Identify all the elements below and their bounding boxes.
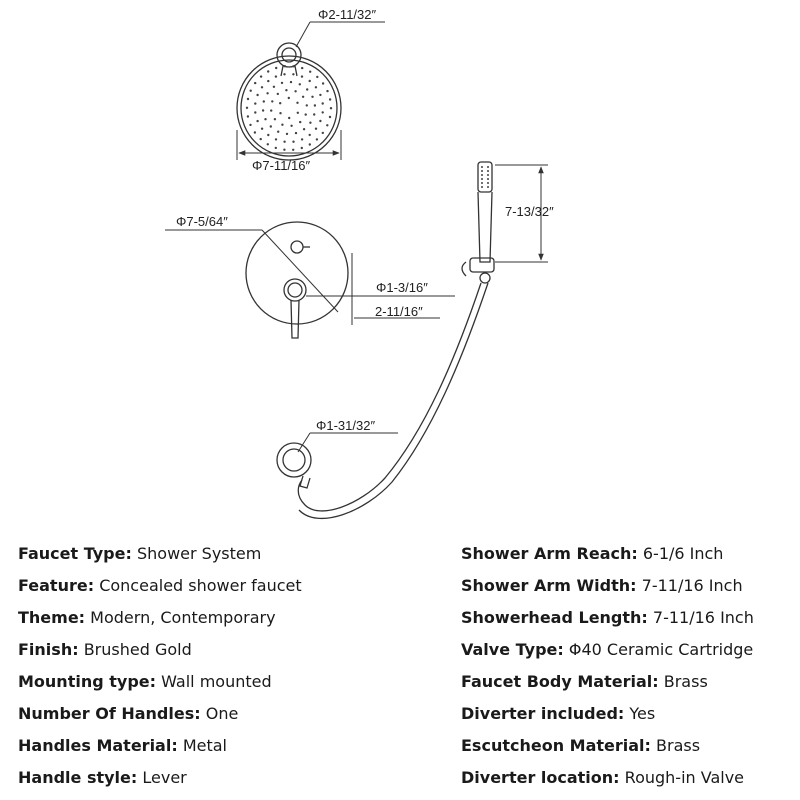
spec-value: Lever xyxy=(142,768,187,787)
spec-label: Diverter included: xyxy=(461,704,625,723)
spec-row: Handles Material: Metal xyxy=(18,730,302,762)
spec-row: Handle style: Lever xyxy=(18,762,302,794)
spec-label: Escutcheon Material: xyxy=(461,736,651,755)
spec-label: Handle style: xyxy=(18,768,138,787)
spec-label: Valve Type: xyxy=(461,640,564,659)
showerhead xyxy=(236,42,342,161)
dim-showerhead-mount xyxy=(295,21,385,48)
spec-label: Finish: xyxy=(18,640,79,659)
spec-label: Diverter location: xyxy=(461,768,620,787)
label-outlet-diameter: Φ1-31/32″ xyxy=(316,418,375,433)
spec-label: Feature: xyxy=(18,576,95,595)
spec-value: One xyxy=(205,704,239,723)
spec-row: Feature: Concealed shower faucet xyxy=(18,570,302,602)
spec-value: Wall mounted xyxy=(161,672,272,691)
label-showerhead-diameter: Φ7-11/16″ xyxy=(252,158,310,173)
spec-row: Faucet Type: Shower System xyxy=(18,538,302,570)
spec-value: Metal xyxy=(182,736,227,755)
spec-row: Escutcheon Material: Brass xyxy=(461,730,754,762)
spec-row: Faucet Body Material: Brass xyxy=(461,666,754,698)
wall-outlet xyxy=(276,442,312,489)
spec-row: Showerhead Length: 7-11/16 Inch xyxy=(461,602,754,634)
hand-shower xyxy=(461,161,495,284)
spec-value: 7-11/16 Inch xyxy=(652,608,754,627)
diverter-valve xyxy=(245,221,349,339)
spec-value: Modern, Contemporary xyxy=(90,608,276,627)
valve-lever xyxy=(290,299,300,339)
spec-row: Diverter included: Yes xyxy=(461,698,754,730)
spec-value: Concealed shower faucet xyxy=(99,576,302,595)
spec-value: Yes xyxy=(629,704,656,723)
spec-row: Number Of Handles: One xyxy=(18,698,302,730)
diverter-knob xyxy=(290,240,304,254)
label-hand-shower-length: 7-13/32″ xyxy=(505,204,554,219)
dim-outlet xyxy=(297,432,398,453)
shower-hose xyxy=(297,282,482,512)
spec-value: Shower System xyxy=(136,544,262,563)
hand-shower-holder xyxy=(469,257,495,273)
spec-value: Brass xyxy=(663,672,708,691)
dim-valve-plate xyxy=(165,229,339,313)
spec-value: Rough-in Valve xyxy=(624,768,745,787)
spec-row: Theme: Modern, Contemporary xyxy=(18,602,302,634)
technical-drawing: Φ2-11/32″ Φ7-11/16″ 7-13/32″ Φ7-5/64″ xyxy=(165,7,554,520)
spec-value: 7-11/16 Inch xyxy=(641,576,743,595)
spec-value: Φ40 Ceramic Cartridge xyxy=(568,640,754,659)
spec-row: Diverter location: Rough-in Valve xyxy=(461,762,754,794)
spec-row: Valve Type: Φ40 Ceramic Cartridge xyxy=(461,634,754,666)
spec-label: Handles Material: xyxy=(18,736,178,755)
spec-row: Shower Arm Width: 7-11/16 Inch xyxy=(461,570,754,602)
spec-value: Brushed Gold xyxy=(83,640,192,659)
spec-label: Mounting type: xyxy=(18,672,157,691)
spec-value: Brass xyxy=(656,736,701,755)
spec-label: Number Of Handles: xyxy=(18,704,201,723)
spec-label: Faucet Body Material: xyxy=(461,672,659,691)
showerhead-face xyxy=(236,55,342,161)
spec-label: Theme: xyxy=(18,608,86,627)
spec-row: Mounting type: Wall mounted xyxy=(18,666,302,698)
spec-row: Finish: Brushed Gold xyxy=(18,634,302,666)
showerhead-mount xyxy=(276,42,302,68)
valve-escutcheon xyxy=(245,221,349,325)
dim-showerhead-diameter xyxy=(236,130,342,160)
spec-label: Shower Arm Width: xyxy=(461,576,637,595)
spec-label: Showerhead Length: xyxy=(461,608,648,627)
dim-hand-shower-length xyxy=(495,164,548,263)
hand-shower-head xyxy=(477,161,493,193)
label-showerhead-mount-diameter: Φ2-11/32″ xyxy=(318,7,376,22)
dim-handle xyxy=(306,253,455,325)
spec-value: 6-1/6 Inch xyxy=(642,544,724,563)
spec-label: Shower Arm Reach: xyxy=(461,544,638,563)
showerhead-nozzles xyxy=(245,65,333,151)
label-handle-diameter: Φ1-3/16″ xyxy=(376,280,428,295)
spec-label: Faucet Type: xyxy=(18,544,132,563)
label-valve-plate-diameter: Φ7-5/64″ xyxy=(176,214,228,229)
spec-row: Shower Arm Reach: 6-1/6 Inch xyxy=(461,538,754,570)
label-handle-projection: 2-11/16″ xyxy=(375,304,423,319)
valve-handle-base xyxy=(283,278,307,302)
